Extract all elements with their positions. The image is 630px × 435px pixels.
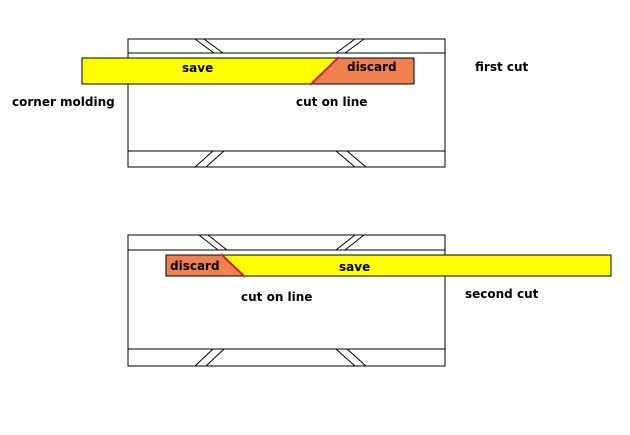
cut-on-line-label-second: cut on line: [241, 290, 312, 304]
save-label-first: save: [182, 61, 213, 75]
top-box-slot-left-back-a: [194, 38, 215, 54]
miter-box-top-outline: [127, 38, 446, 168]
bottom-box-slot-left-back-b: [207, 234, 228, 251]
bottom-box-slot-right-front-a: [335, 348, 356, 367]
miter-box-bottom-slots: [128, 234, 445, 367]
bottom-box-slot-right-front-b: [346, 348, 367, 367]
bottom-box-slot-right-back-a: [335, 234, 356, 251]
miter-box-top-slots: [128, 38, 445, 168]
top-box-slot-left-front-a: [194, 150, 214, 168]
save-label-second: save: [339, 260, 370, 274]
miter-box-top: save discard cut on line: [81, 38, 446, 168]
cut-line-second: [220, 253, 246, 278]
top-box-slot-right-back-a: [335, 38, 356, 54]
bottom-box-slot-right-back-b: [344, 234, 365, 251]
cut-on-line-label-first: cut on line: [296, 95, 367, 109]
miter-box-bottom-outline: [127, 234, 446, 367]
discard-label-second: discard: [170, 259, 220, 273]
bottom-box-slot-left-back-a: [198, 234, 219, 251]
second-cut-label: second cut: [465, 287, 539, 301]
top-box-slot-left-back-b: [203, 38, 224, 54]
top-box-slot-left-front-b: [205, 150, 225, 168]
top-box-slot-right-front-b: [346, 150, 367, 168]
discard-label-first: discard: [347, 60, 397, 74]
top-box-slot-right-front-a: [335, 150, 356, 168]
top-box-slot-right-back-b: [344, 38, 365, 54]
cut-line-first: [309, 56, 340, 86]
bottom-box-slot-left-front-b: [205, 348, 225, 367]
miter-box-bottom: discard save cut on line: [127, 234, 612, 367]
save-piece-second: [220, 254, 612, 277]
corner-molding-label: corner molding: [12, 95, 115, 109]
bottom-box-slot-left-front-a: [194, 348, 214, 367]
first-cut-label: first cut: [475, 60, 529, 74]
